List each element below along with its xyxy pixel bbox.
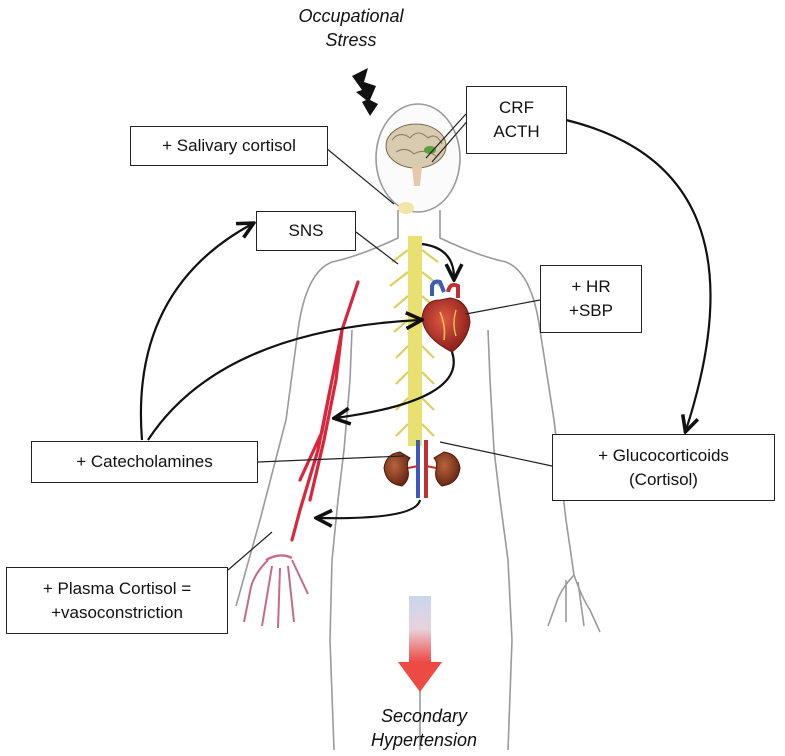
arrow-catecholamines-to-sns (139, 224, 252, 441)
connector-crf-brain-2 (431, 117, 471, 163)
connector-crf-brain-1 (425, 113, 467, 159)
acth-label: ACTH (493, 122, 540, 141)
arrow-kidney-to-vessels (318, 499, 422, 518)
arrow-catecholamines-to-heart (147, 320, 420, 441)
crf-label: CRF (499, 98, 534, 117)
stressor-line1: Occupational (298, 6, 404, 26)
connector-glucocorticoids-kidney (439, 441, 553, 467)
connector-hr-heart (465, 299, 541, 315)
vasoconstriction-label: +vasoconstriction (51, 602, 183, 622)
arrow-sns-down-spine (421, 242, 454, 278)
sns-box: SNS (256, 211, 356, 251)
heart-illustration (421, 279, 471, 353)
arm-arteries (290, 280, 360, 542)
hr-sbp-box: + HR +SBP (540, 265, 642, 333)
torso-outline (235, 210, 575, 751)
catecholamines-label: + Catecholamines (76, 452, 213, 471)
glucocorticoids-box: + Glucocorticoids (Cortisol) (552, 434, 775, 501)
kidneys-illustration (383, 440, 461, 498)
connector-salivary-mouth (325, 147, 395, 205)
salivary-cortisol-box: + Salivary cortisol (130, 126, 328, 166)
hr-label: + HR (571, 277, 611, 296)
cortisol-label: (Cortisol) (629, 469, 698, 489)
outcome-line1: Secondary (380, 706, 468, 726)
connector-lines (227, 113, 553, 571)
salivary-cortisol-label: + Salivary cortisol (162, 136, 296, 155)
arrow-acth-to-glucocorticoids (565, 118, 712, 430)
stressor-caption: Occupational Stress (276, 4, 426, 52)
arrow-heart-to-vessels (336, 351, 455, 418)
skeletal-hand (243, 554, 309, 629)
sbp-label: +SBP (569, 301, 613, 320)
catecholamines-box: + Catecholamines (31, 441, 258, 483)
plasma-cortisol-label: + Plasma Cortisol = (42, 578, 192, 598)
spinal-cord (389, 236, 441, 446)
brain-illustration (385, 123, 447, 214)
pathway-arrows (139, 118, 712, 518)
stressor-line2: Stress (325, 30, 377, 50)
crf-acth-box: CRF ACTH (466, 86, 567, 154)
plasma-cortisol-box: + Plasma Cortisol = +vasoconstriction (6, 567, 228, 634)
lightning-bolt-icon (352, 68, 378, 116)
outcome-caption: Secondary Hypertension (354, 704, 494, 752)
right-hand-outline (547, 574, 601, 633)
glucocorticoids-label: + Glucocorticoids (598, 445, 729, 465)
connector-catecholamines-kidney (257, 455, 405, 463)
outcome-arrow (398, 596, 442, 692)
outcome-line2: Hypertension (370, 730, 478, 750)
connector-plasma-hand (227, 531, 273, 571)
connector-sns-spine (355, 231, 399, 265)
sns-label: SNS (288, 221, 324, 240)
